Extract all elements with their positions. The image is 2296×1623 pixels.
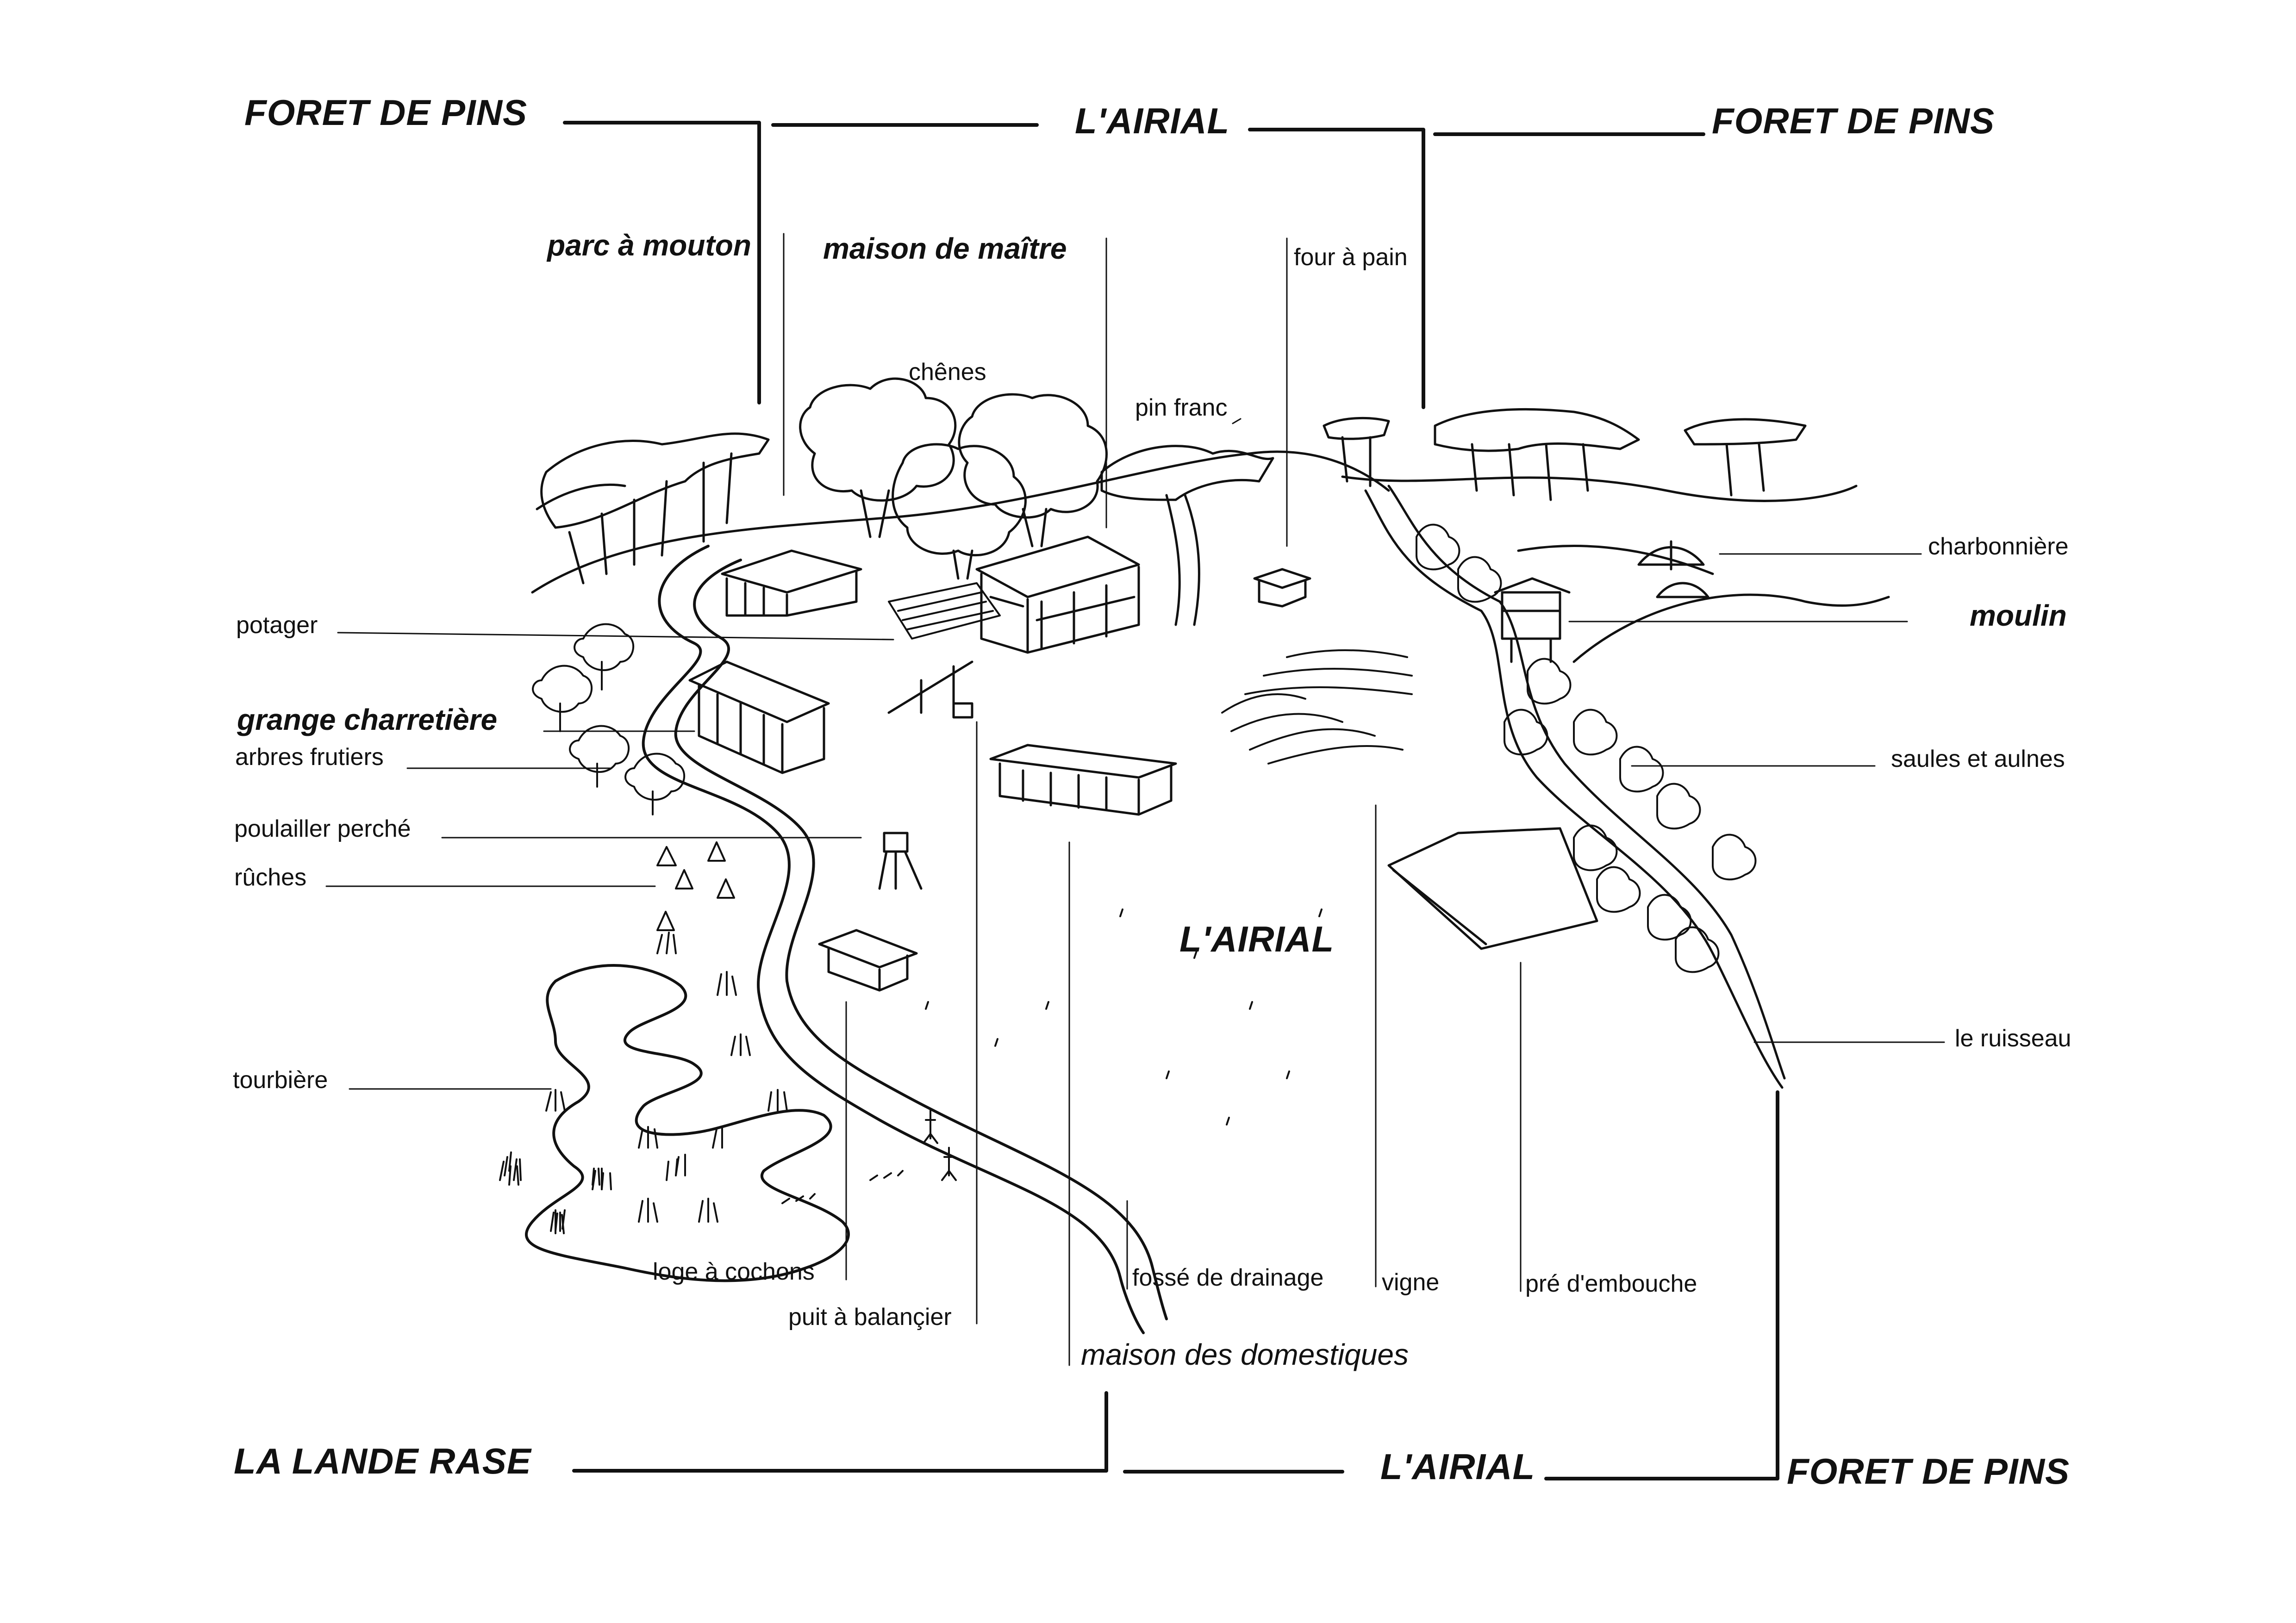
label-pin-franc: pin franc [1135, 394, 1228, 421]
puit-a-balancier [887, 660, 973, 719]
pre-d-embouche-meadow [1387, 827, 1598, 950]
zone-airial-top: L'AIRIAL [1075, 100, 1230, 141]
label-vigne: vigne [1382, 1269, 1440, 1296]
zone-lande-rase: LA LANDE RASE [234, 1441, 531, 1481]
label-ruches: rûches [234, 864, 307, 891]
zone-airial-center: L'AIRIAL [1179, 919, 1335, 959]
moulin-mill [1494, 577, 1571, 663]
label-puit-a-balancier: puit à balançier [788, 1304, 952, 1331]
ground-marks [781, 908, 1323, 1204]
label-fosse-de-drainage: fossé de drainage [1132, 1264, 1324, 1291]
grange-charretiere-building [688, 660, 830, 774]
label-moulin: moulin [1970, 599, 2067, 632]
zone-foret-de-pins-top-right: FORET DE PINS [1712, 100, 1995, 141]
tourbiere-bog [525, 964, 850, 1282]
maison-des-domestiques-building [989, 744, 1177, 816]
label-saules-et-aulnes: saules et aulnes [1891, 746, 2065, 772]
loge-a-cochons-building [818, 929, 918, 992]
label-parc-a-mouton: parc à mouton [547, 229, 751, 262]
saules-aulnes [1416, 523, 1757, 973]
maison-de-maitre-building [975, 535, 1140, 654]
label-le-ruisseau: le ruisseau [1955, 1025, 2071, 1052]
poulailler-perche [878, 832, 923, 890]
vigne-vineyard [1221, 649, 1413, 765]
parc-a-mouton-building [721, 549, 862, 617]
pine-forest-right [1323, 408, 1807, 501]
ruches-beehives [656, 841, 735, 931]
label-four-a-pain: four à pain [1294, 244, 1408, 271]
four-a-pain-building [1253, 568, 1311, 608]
charbonniere-kilns [1637, 540, 1710, 598]
label-potager: potager [236, 612, 318, 639]
label-tourbiere: tourbière [233, 1067, 328, 1094]
label-maison-des-domestiques: maison des domestiques [1081, 1338, 1409, 1371]
pin-franc-tree [1100, 445, 1274, 626]
label-chenes: chênes [909, 359, 986, 386]
oak-trees [799, 377, 1108, 580]
path [642, 545, 1168, 1334]
arbres-frutiers [532, 623, 685, 815]
zone-foret-de-pins-bottom-right: FORET DE PINS [1787, 1451, 2070, 1492]
label-loge-a-cochons: loge à cochons [653, 1258, 815, 1285]
grass-tufts [499, 932, 788, 1234]
label-grange-charretiere: grange charretière [237, 703, 498, 736]
leader-lines [325, 233, 1945, 1366]
label-poulailler-perche: poulailler perché [234, 815, 411, 842]
zone-foret-de-pins-top-left: FORET DE PINS [244, 92, 528, 133]
figures [923, 1110, 957, 1181]
label-pre-d-embouche: pré d'embouche [1525, 1270, 1697, 1297]
potager-garden [888, 582, 1001, 640]
pine-forest-left [536, 432, 770, 585]
frame-lines [563, 121, 1779, 1480]
zone-airial-bottom: L'AIRIAL [1380, 1446, 1535, 1487]
label-maison-de-maitre: maison de maître [823, 232, 1067, 265]
label-charbonniere: charbonnière [1928, 533, 2069, 560]
label-arbres-frutiers: arbres frutiers [235, 744, 384, 771]
